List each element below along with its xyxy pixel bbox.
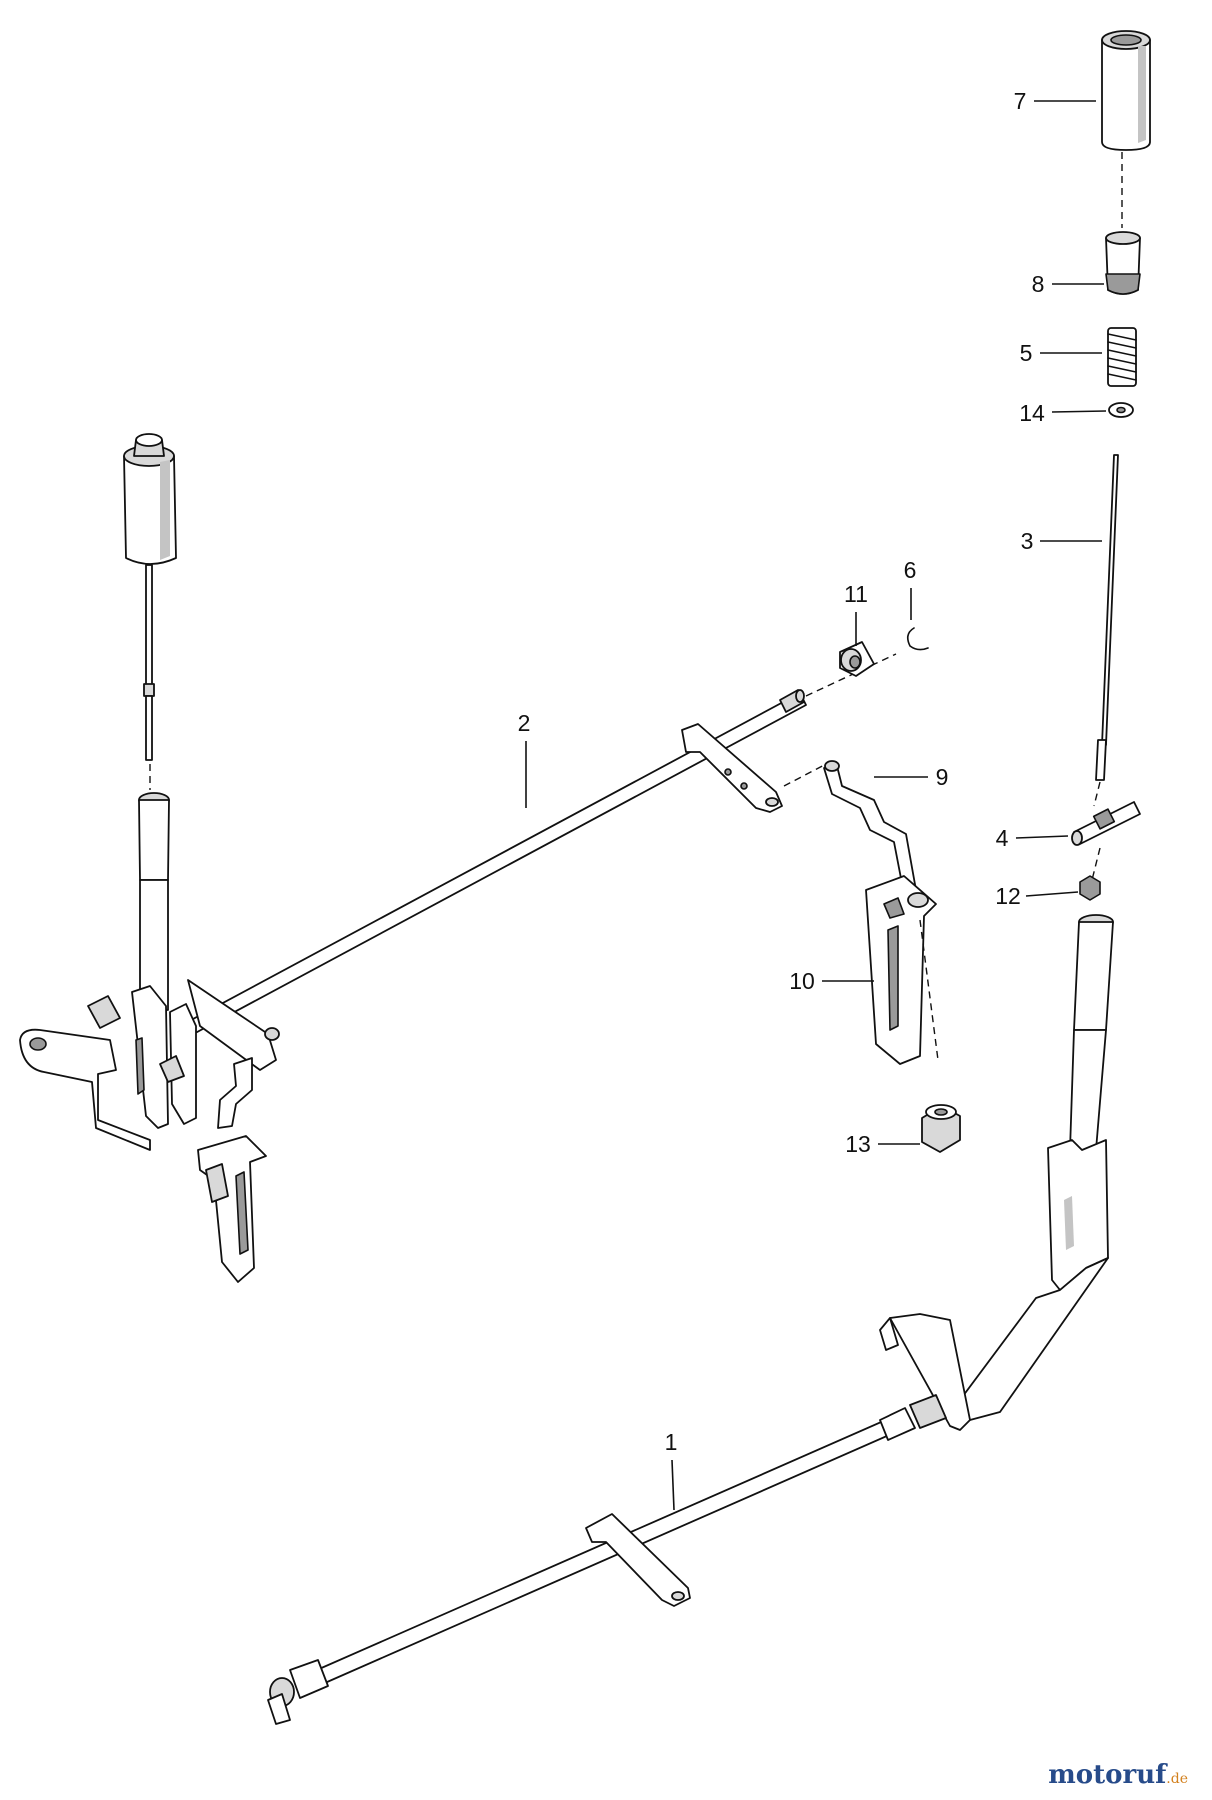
- dashed-axis-4-12: [1091, 847, 1101, 881]
- pivot-4: [1071, 801, 1141, 846]
- insert-8: [1105, 231, 1141, 295]
- callout-label-4: 4: [996, 825, 1009, 851]
- callout-8: 8: [1032, 271, 1104, 297]
- left-lever: [19, 792, 280, 1151]
- callout-label-1: 1: [665, 1429, 678, 1455]
- callout-9: 9: [874, 764, 948, 790]
- spring-5: [1107, 327, 1137, 387]
- callout-14: 14: [1019, 400, 1107, 426]
- callout-7: 7: [1014, 88, 1096, 114]
- callout-label-12: 12: [995, 883, 1021, 909]
- nut-12: [1079, 875, 1101, 901]
- dashed-axis-2-11: [805, 653, 897, 697]
- dashed-axis-2-9: [783, 761, 831, 787]
- watermark-logo: motoruf.de: [1048, 1760, 1188, 1790]
- watermark-tld: .de: [1166, 1771, 1188, 1787]
- link-rod-9: [823, 760, 917, 895]
- callout-label-3: 3: [1021, 528, 1034, 554]
- watermark-main: motoruf: [1048, 1760, 1167, 1790]
- callout-label-9: 9: [936, 764, 949, 790]
- callout-label-11: 11: [844, 581, 868, 607]
- callout-11: 11: [844, 581, 868, 646]
- callout-4: 4: [996, 825, 1069, 851]
- clip-6: [906, 627, 929, 651]
- callout-label-7: 7: [1014, 88, 1027, 114]
- callout-2: 2: [518, 710, 531, 808]
- dashed-axis-3-4: [1093, 781, 1101, 807]
- callout-label-2: 2: [518, 710, 531, 736]
- left-link: [197, 1057, 267, 1283]
- callout-label-6: 6: [904, 557, 917, 583]
- lock-nut-13: [921, 1104, 961, 1153]
- right-lever: [879, 914, 1114, 1431]
- callout-10: 10: [789, 968, 874, 994]
- callout-label-8: 8: [1032, 271, 1045, 297]
- bracket-10: [865, 875, 937, 1065]
- callout-label-5: 5: [1020, 340, 1033, 366]
- callout-5: 5: [1020, 340, 1102, 366]
- left-handle-rod: [143, 564, 155, 761]
- callout-label-10: 10: [789, 968, 815, 994]
- handle-grip-7: [1101, 30, 1151, 151]
- callout-label-13: 13: [845, 1131, 871, 1157]
- callout-12: 12: [995, 883, 1079, 909]
- rod-3: [1095, 454, 1119, 781]
- left-handle: [123, 433, 177, 565]
- cross-shaft-2: [179, 689, 807, 1039]
- callout-1: 1: [665, 1429, 678, 1511]
- cross-shaft-1: [267, 1394, 947, 1725]
- washer-14: [1108, 402, 1134, 418]
- callout-13: 13: [845, 1131, 920, 1157]
- callout-label-14: 14: [1019, 400, 1045, 426]
- callout-6: 6: [904, 557, 917, 620]
- bushing-11: [839, 641, 875, 677]
- callout-3: 3: [1021, 528, 1102, 554]
